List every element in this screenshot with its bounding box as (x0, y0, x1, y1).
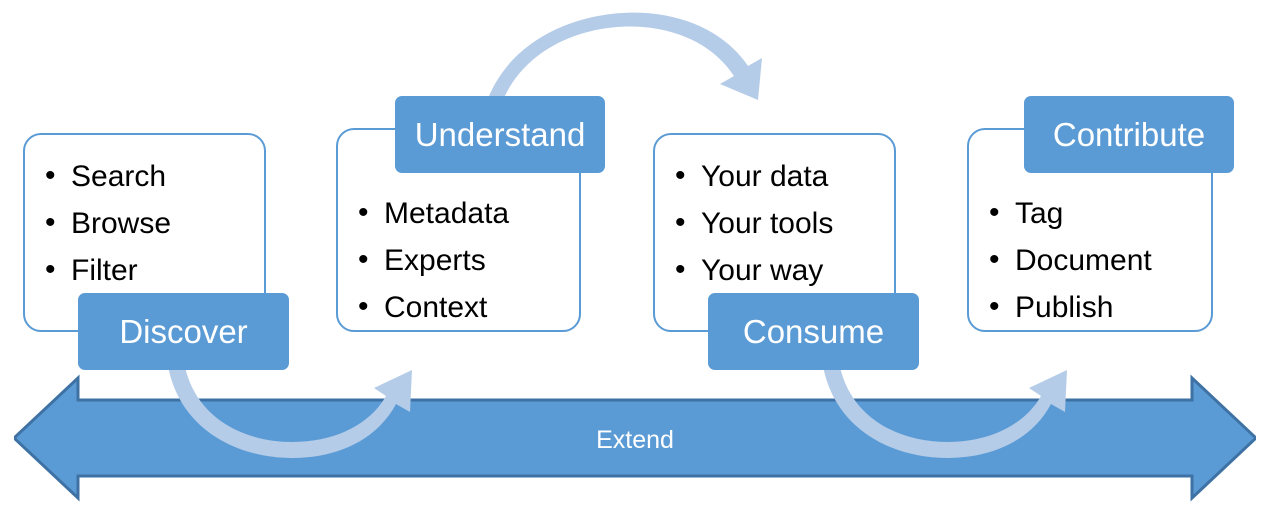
stage-items-contribute: Tag Document Publish (981, 189, 1211, 331)
extend-arrow-shape (14, 374, 1256, 502)
list-item: Search (37, 152, 264, 200)
stage-items-discover: Search Browse Filter (37, 152, 264, 294)
stage-label-discover[interactable]: Discover (78, 293, 289, 370)
arrow-understand-to-consume-icon (486, 12, 762, 108)
list-item: Publish (981, 283, 1211, 331)
stage-label-understand[interactable]: Understand (395, 96, 605, 173)
list-item: Context (350, 283, 579, 331)
list-item: Browse (37, 199, 264, 247)
list-item: Your tools (667, 199, 894, 247)
stage-items-understand: Metadata Experts Context (350, 189, 579, 331)
list-item: Metadata (350, 189, 579, 237)
stage-panel-discover: Search Browse Filter (23, 133, 266, 332)
stage-label-contribute[interactable]: Contribute (1024, 96, 1234, 173)
arrow-discover-to-understand-icon (168, 362, 412, 458)
list-item: Your data (667, 152, 894, 200)
list-item: Your way (667, 246, 894, 294)
list-item: Filter (37, 246, 264, 294)
list-item: Document (981, 236, 1211, 284)
list-item: Tag (981, 189, 1211, 237)
arrow-consume-to-contribute-icon (823, 362, 1067, 458)
stage-label-consume[interactable]: Consume (708, 293, 919, 370)
list-item: Experts (350, 236, 579, 284)
stage-items-consume: Your data Your tools Your way (667, 152, 894, 294)
